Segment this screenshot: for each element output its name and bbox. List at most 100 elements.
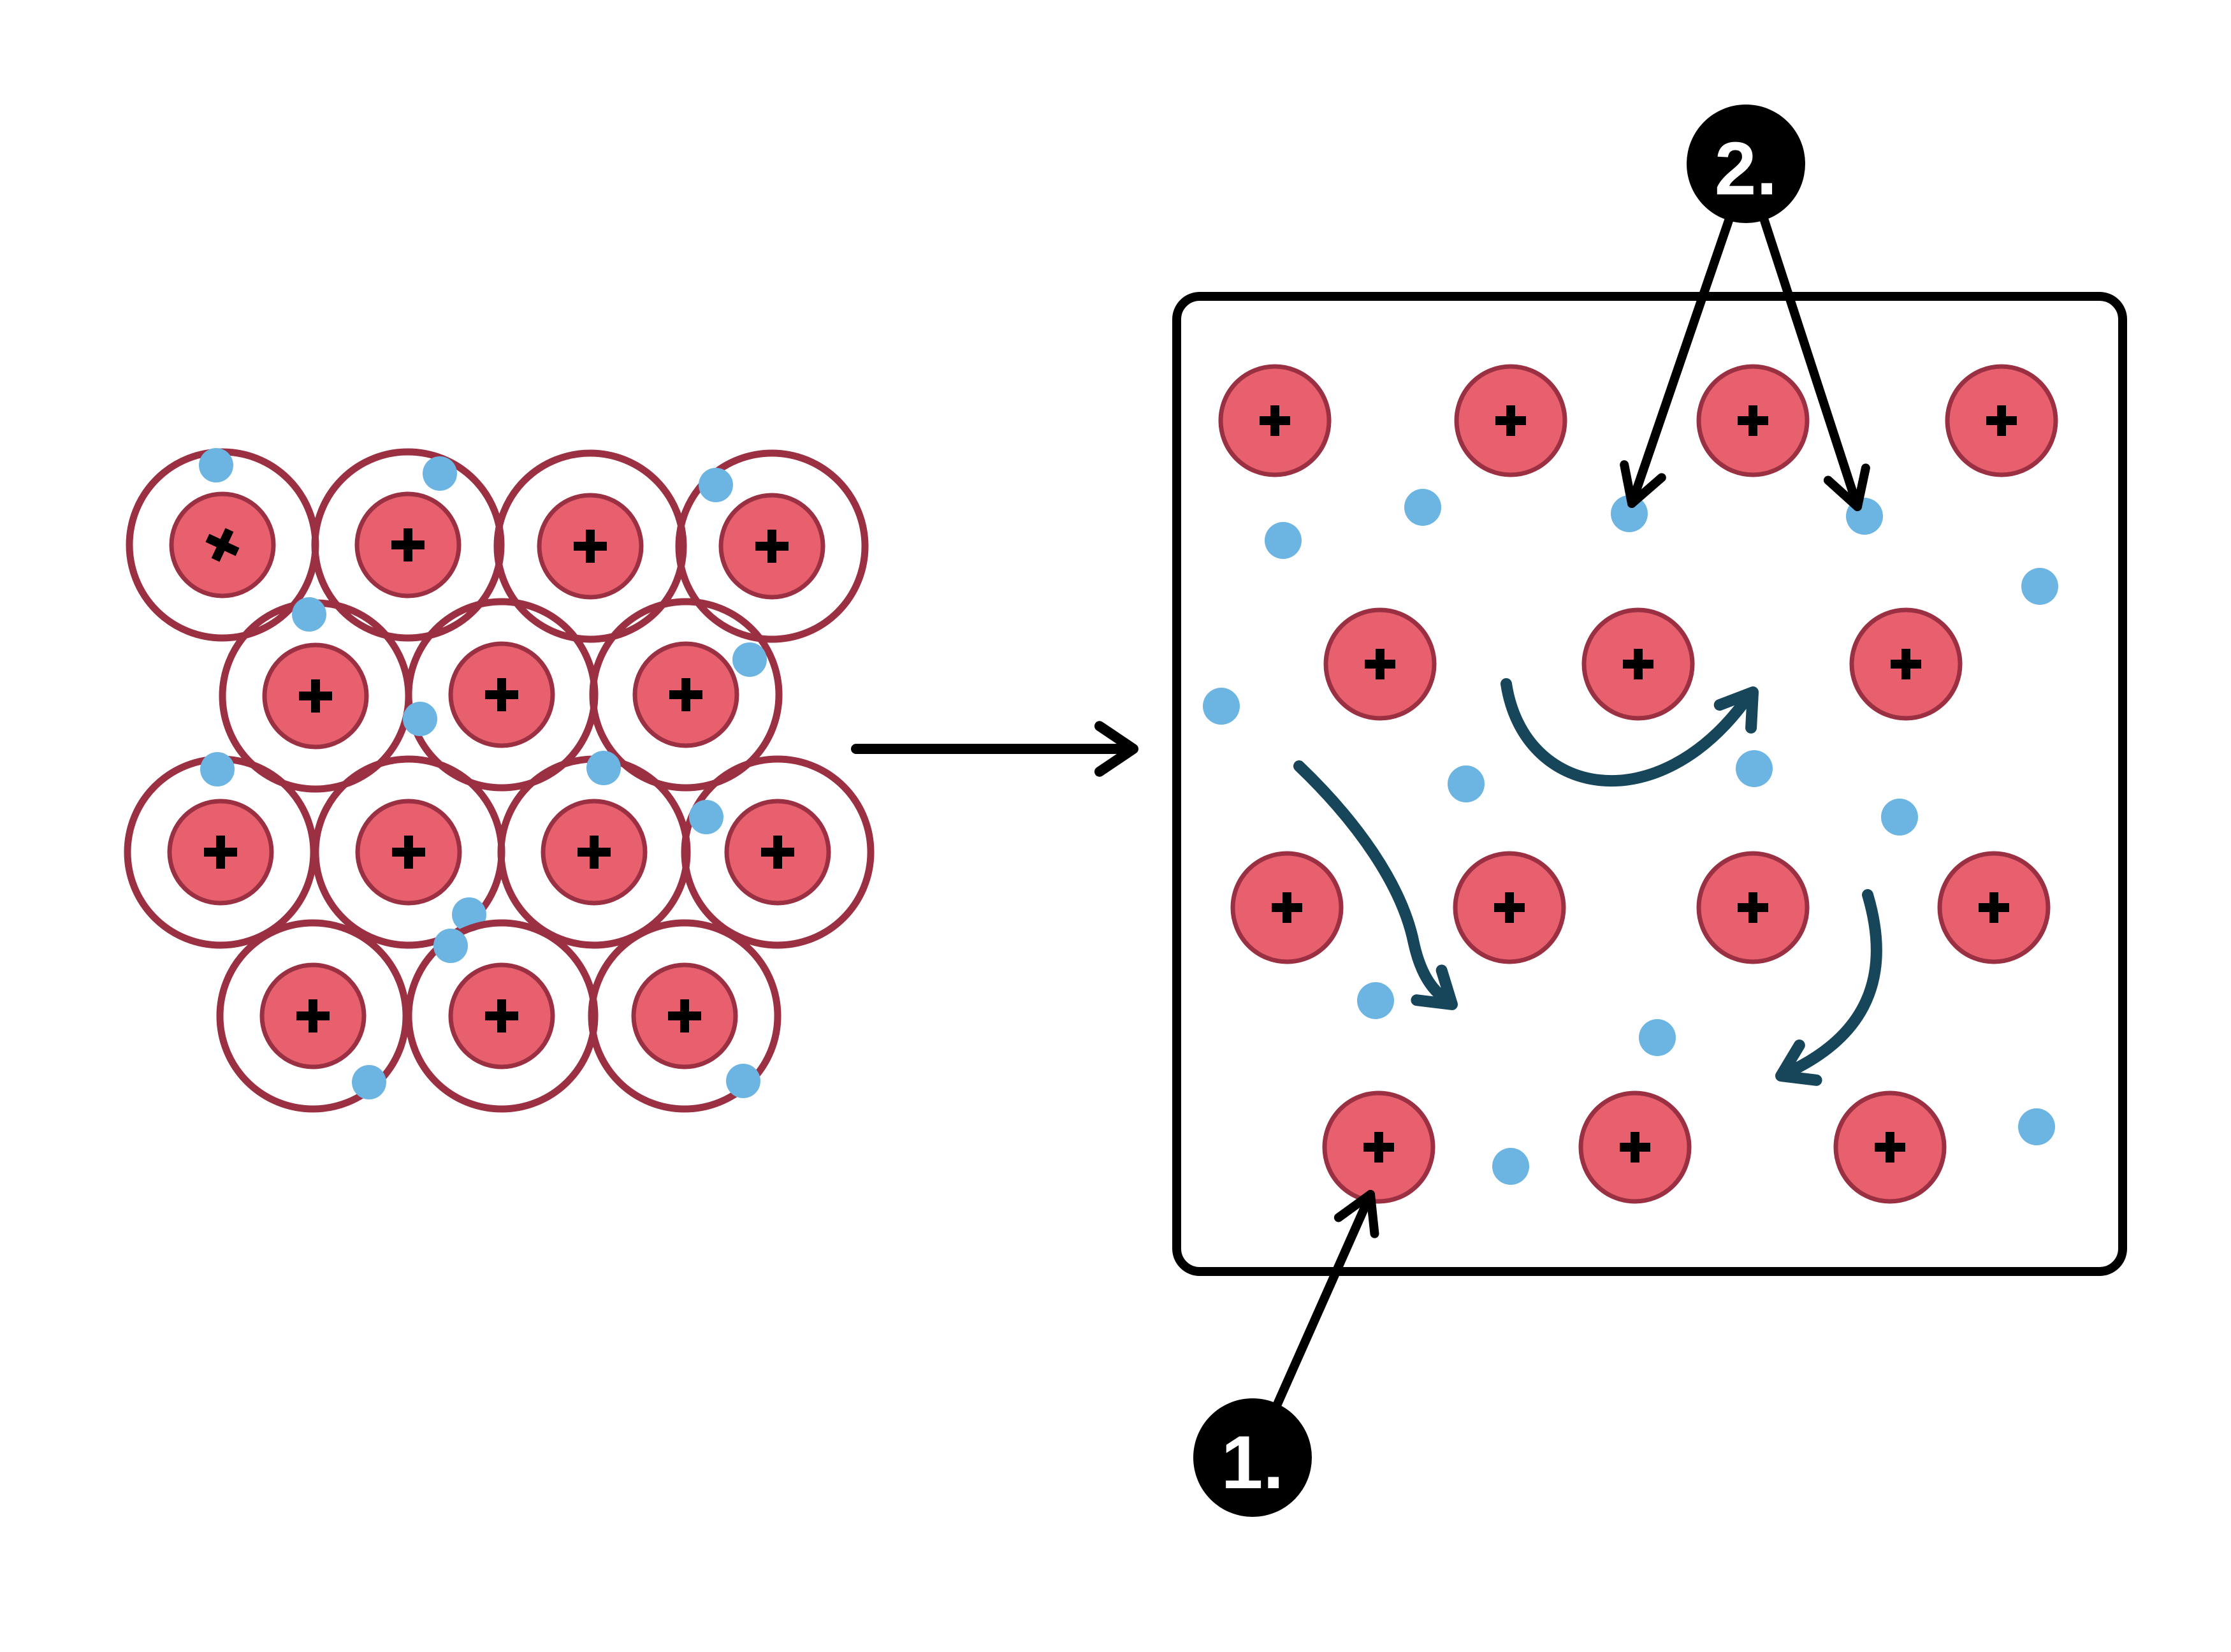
electron-shell-ring: [588, 919, 781, 1113]
callout-label: 2.: [1715, 127, 1777, 211]
metal-atom: [497, 751, 691, 949]
free-electron: [1492, 1148, 1529, 1185]
metal-ion: [1849, 607, 1963, 721]
flow-arrow: [1775, 889, 1882, 1086]
callout-arrowhead: [1620, 460, 1666, 508]
free-electron: [2018, 1108, 2055, 1145]
free-electron: [2021, 568, 2058, 605]
plus-sign: [578, 836, 611, 869]
plus-sign: [761, 836, 794, 869]
free-electron: [1881, 799, 1918, 836]
metal-atom: [126, 448, 319, 642]
plus-sign: [299, 679, 332, 713]
metal-ion: [1696, 851, 1810, 964]
metal-atom: [124, 752, 317, 949]
plus-sign: [1620, 1132, 1650, 1163]
flow-arrow: [1501, 678, 1759, 787]
metal-atom: [216, 919, 410, 1113]
metal-ion: [1937, 851, 2051, 964]
callout-arrow-shaft: [1273, 1190, 1375, 1409]
callout-2: 2.: [1620, 105, 1870, 511]
electron-shell-ring: [311, 448, 505, 642]
metal-atom: [675, 449, 869, 643]
shell-electron: [423, 456, 457, 491]
free-electron: [1265, 522, 1302, 559]
plus-sign: [1272, 892, 1302, 923]
plus-sign: [1986, 405, 2017, 436]
callout-badge: [1193, 1398, 1312, 1517]
callout-arrow-shaft: [1760, 216, 1862, 511]
metal-atom: [589, 598, 783, 792]
electron-shell-ring: [675, 449, 869, 643]
shell-electron: [403, 702, 437, 736]
metal-atom: [493, 449, 687, 643]
callout-label: 1.: [1221, 1421, 1284, 1505]
plus-sign: [1979, 892, 2009, 923]
plus-sign: [391, 528, 425, 562]
shell-electron: [352, 1065, 386, 1099]
shell-electron: [586, 751, 621, 785]
plus-sign: [1891, 649, 1921, 679]
metal-atom: [312, 755, 505, 949]
metal-ion: [1453, 851, 1566, 964]
metal-ion: [1454, 364, 1567, 477]
callout-badge: [1687, 105, 1805, 223]
flow-arrowhead: [1411, 964, 1458, 1010]
plus-sign: [1494, 892, 1525, 923]
plus-sign: [1365, 649, 1395, 679]
plus-sign: [1738, 405, 1768, 436]
shell-electron: [292, 597, 326, 632]
shell-electron: [732, 642, 767, 677]
flow-arrowhead: [1775, 1039, 1822, 1086]
plus-sign: [1260, 405, 1290, 436]
shell-electron: [689, 800, 723, 834]
plus-sign: [669, 678, 702, 711]
plus-sign: [485, 999, 518, 1032]
transition-arrowhead: [1094, 721, 1138, 777]
metal-atom: [588, 919, 781, 1113]
free-electron: [1203, 688, 1240, 725]
callout-arrowhead: [1334, 1190, 1379, 1238]
shell-electron: [200, 752, 235, 786]
free-electron: [1611, 495, 1648, 532]
metal-ion: [1696, 364, 1810, 477]
metal-atom: [681, 755, 875, 949]
metal-ion-group: [1218, 364, 2058, 1204]
free-electron: [1639, 1019, 1676, 1056]
flow-arrow: [1293, 760, 1458, 1010]
free-electron: [1357, 982, 1394, 1019]
callout-arrow-shaft: [1627, 216, 1733, 508]
flow-arrow-curve: [1501, 678, 1754, 787]
plus-sign: [574, 530, 607, 563]
plus-sign: [668, 999, 701, 1032]
metal-ion: [1218, 364, 1332, 477]
metal-atom: [405, 919, 599, 1113]
shell-electron: [699, 468, 733, 502]
metal-ion: [1833, 1090, 1947, 1204]
metal-atom-lattice: [124, 448, 875, 1113]
flow-arrow-curve: [1780, 889, 1882, 1079]
electron-shell-ring: [493, 449, 687, 643]
shell-electron: [726, 1064, 760, 1098]
plus-sign: [485, 678, 518, 711]
metal-ion: [1323, 607, 1437, 721]
metal-ion: [1230, 851, 1344, 964]
metal-ion: [1581, 607, 1695, 721]
plus-sign: [755, 530, 788, 563]
metal-ion: [1945, 364, 2058, 477]
plus-sign: [1623, 649, 1653, 679]
plus-sign: [392, 836, 425, 869]
electron-shell-ring: [681, 755, 875, 949]
metal-atom: [311, 448, 505, 642]
callout-arrowhead: [1823, 463, 1870, 511]
free-electron: [1448, 765, 1485, 802]
electron-flow-arrows: [1293, 678, 1882, 1086]
plus-sign: [205, 528, 240, 562]
shell-electron: [433, 929, 468, 963]
flow-arrow-curve: [1293, 760, 1451, 1005]
metal-ion: [1578, 1090, 1692, 1204]
flow-arrowhead: [1713, 686, 1759, 734]
shell-electron: [199, 448, 233, 482]
plus-sign: [296, 999, 330, 1032]
